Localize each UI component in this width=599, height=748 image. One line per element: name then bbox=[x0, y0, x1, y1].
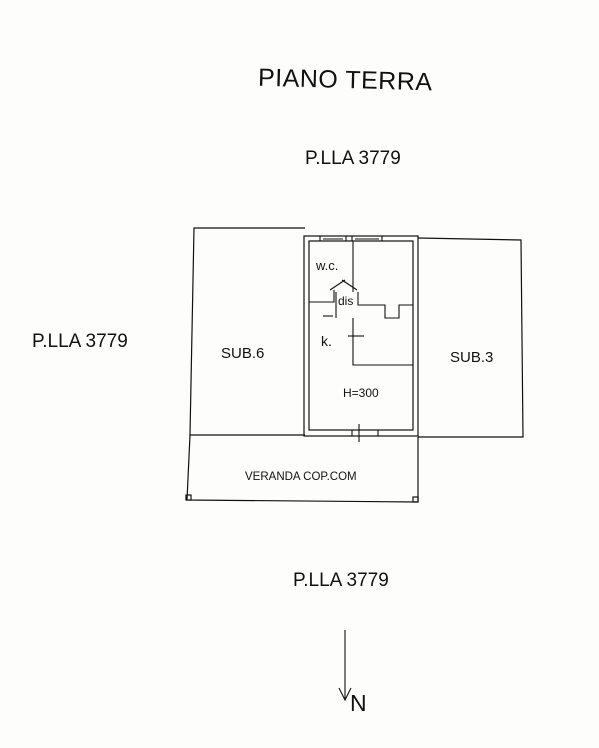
parcel-label-top: P.LLA 3779 bbox=[305, 148, 401, 169]
north-arrow-head bbox=[338, 687, 352, 702]
wc-label: w.c. bbox=[315, 258, 338, 273]
kitchen-label: k. bbox=[321, 333, 332, 349]
veranda-label: VERANDA COP.COM bbox=[245, 471, 357, 483]
height-label: H=300 bbox=[343, 386, 379, 400]
dis-label: dis bbox=[338, 294, 353, 308]
parcel-label-bottom: P.LLA 3779 bbox=[293, 570, 389, 591]
veranda-outline bbox=[186, 434, 419, 503]
veranda-pillar-right bbox=[412, 496, 419, 503]
central-unit-outer-wall bbox=[303, 235, 419, 437]
central-unit-inner-wall bbox=[308, 240, 414, 431]
sub6-outline bbox=[189, 227, 305, 436]
dis-wall-right bbox=[357, 292, 413, 319]
kitchen-wall bbox=[352, 318, 413, 366]
veranda-pillar-left bbox=[185, 494, 192, 501]
sub3-outline bbox=[417, 237, 524, 438]
sub6-label: SUB.6 bbox=[221, 345, 264, 362]
sub3-label: SUB.3 bbox=[450, 349, 493, 366]
parcel-label-left: P.LLA 3779 bbox=[32, 331, 128, 352]
north-label: N bbox=[350, 690, 367, 716]
wc-wall bbox=[309, 290, 335, 303]
